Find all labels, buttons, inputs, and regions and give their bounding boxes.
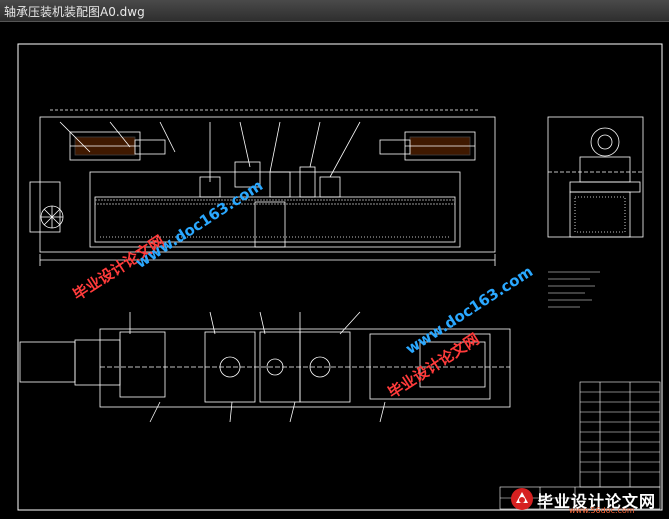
footer-url: www.56doc.com <box>569 506 635 515</box>
footer-brand: 毕业设计论文网 <box>537 492 657 511</box>
drawing-canvas[interactable]: 毕业设计论文网 www.doc163.com 毕业设计论文网 www.doc16… <box>0 22 669 515</box>
side-view <box>547 116 644 238</box>
window-title-bar: 轴承压装机装配图A0.dwg <box>0 0 669 22</box>
window-title: 轴承压装机装配图A0.dwg <box>4 5 145 19</box>
parts-list <box>579 381 661 488</box>
technical-notes <box>548 271 600 308</box>
top-view <box>19 311 511 423</box>
footer-watermark: 毕业设计论文网 www.56doc.com <box>509 486 667 515</box>
front-view <box>29 109 496 266</box>
drawing-border <box>17 43 663 511</box>
site-logo-icon <box>511 488 533 510</box>
